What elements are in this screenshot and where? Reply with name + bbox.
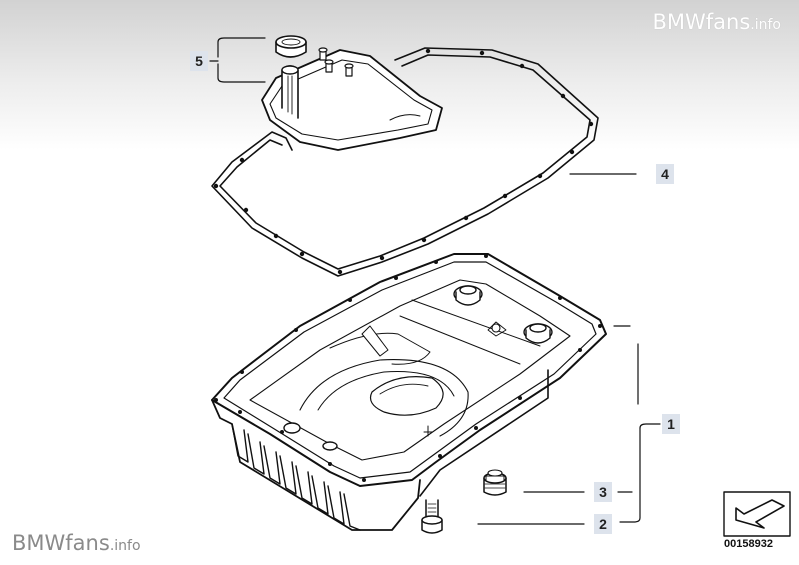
- gasket-bolt-holes: [213, 48, 594, 275]
- callout-5[interactable]: 5: [190, 51, 208, 71]
- leader-lines: [209, 37, 661, 525]
- callout-3[interactable]: 3: [594, 482, 612, 502]
- oil-pan: [211, 253, 607, 531]
- diagram-code: 00158932: [724, 538, 773, 550]
- pan-gasket: [211, 47, 599, 277]
- pan-bolt: [421, 499, 443, 534]
- brand-watermark-top: BMWfans.info: [652, 10, 781, 34]
- brand-name-top: BMWfans: [652, 10, 751, 34]
- brand-suffix-top: .info: [750, 17, 781, 33]
- callout-4[interactable]: 4: [656, 164, 674, 184]
- transmission-filter: [261, 47, 443, 151]
- drain-plug: [483, 469, 507, 496]
- brand-watermark-bottom: BMWfans.info: [12, 531, 141, 555]
- brand-name-bottom: BMWfans: [12, 531, 110, 555]
- pan-cooling-fins: [231, 423, 361, 531]
- filter-screws: [318, 47, 354, 77]
- arrow-pointer-icon: [723, 491, 791, 537]
- callout-1[interactable]: 1: [662, 414, 680, 434]
- brand-suffix-bottom: .info: [109, 538, 141, 554]
- pan-magnets: [283, 285, 553, 451]
- pan-bolt-holes: [214, 254, 602, 482]
- filter-seal-ring: [275, 35, 307, 58]
- callout-2[interactable]: 2: [594, 514, 612, 534]
